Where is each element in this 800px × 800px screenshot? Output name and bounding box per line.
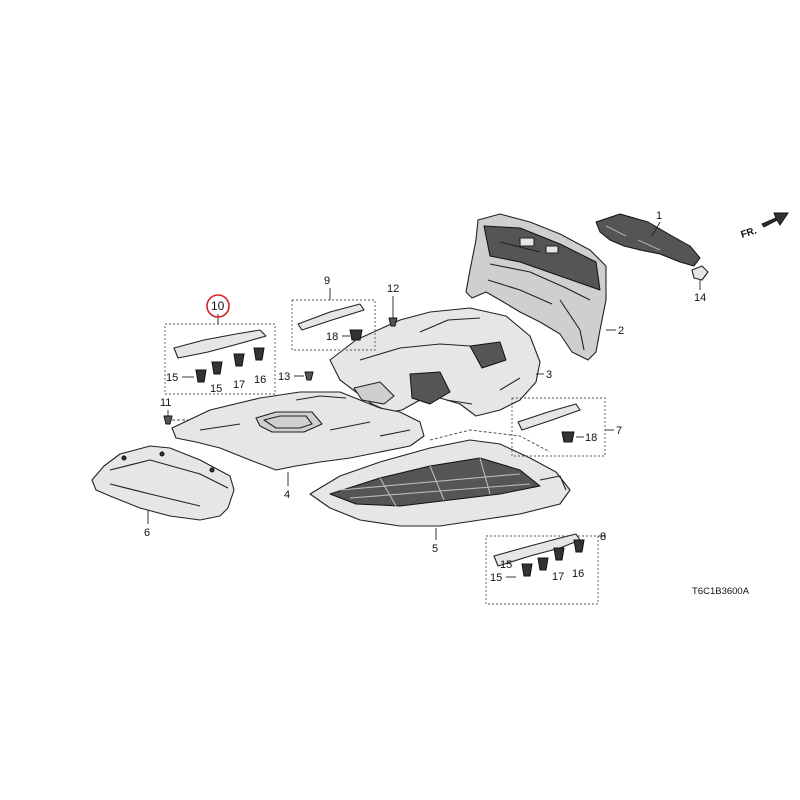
- part-6-rear-panel: 6: [91, 445, 235, 539]
- callout-15b-group10: 15: [210, 383, 222, 395]
- part-13-clip: 13: [278, 371, 314, 383]
- part-1-dashboard-insulator: 1: [595, 210, 701, 267]
- callout-3: 3: [546, 369, 552, 381]
- group-7-box: 7 18: [511, 397, 622, 457]
- part-2-dashboard-lower: 2: [465, 213, 624, 361]
- callout-16-group10: 16: [254, 374, 266, 386]
- part-3-front-floor-carpet: 3: [329, 307, 552, 417]
- front-label: FR.: [740, 225, 759, 241]
- callout-18-group7: 18: [585, 432, 597, 444]
- highlight-circle: [206, 294, 230, 318]
- callout-15b-group8: 15: [490, 572, 502, 584]
- callout-5: 5: [432, 543, 438, 555]
- callout-12: 12: [387, 283, 399, 295]
- diagram-code: T6C1B3600A: [692, 586, 750, 597]
- callout-6: 6: [144, 527, 150, 539]
- callout-4: 4: [284, 489, 290, 501]
- part-12-clip: 12: [387, 283, 399, 327]
- part-5-floor-undercover: 5: [309, 429, 571, 555]
- callout-17-group10: 17: [233, 379, 245, 391]
- callout-11: 11: [160, 397, 171, 409]
- callout-15a-group10: 15: [166, 372, 178, 384]
- front-arrow-icon: [761, 212, 789, 228]
- callout-2: 2: [618, 325, 624, 337]
- part-14-bolt: 14: [691, 265, 709, 304]
- group-10-box: 10 15 15 17 16: [164, 294, 276, 395]
- callout-15a-group8: 15: [500, 559, 512, 571]
- part-4-middle-floor: 4: [171, 391, 425, 501]
- callout-8: 8: [600, 531, 606, 543]
- callout-1: 1: [656, 210, 662, 222]
- callout-7: 7: [616, 425, 622, 437]
- group-9-box: 9 18: [291, 275, 376, 351]
- callout-9: 9: [324, 275, 330, 287]
- callout-16-group8: 16: [572, 568, 584, 580]
- callout-14: 14: [694, 292, 706, 304]
- group-8-box: 8 15 15 17 16: [485, 531, 606, 605]
- callout-17-group8: 17: [552, 571, 564, 583]
- callout-13: 13: [278, 371, 290, 383]
- callout-10: 10: [211, 299, 225, 313]
- front-direction-arrow: FR.: [740, 212, 789, 241]
- callout-18-group9: 18: [326, 331, 338, 343]
